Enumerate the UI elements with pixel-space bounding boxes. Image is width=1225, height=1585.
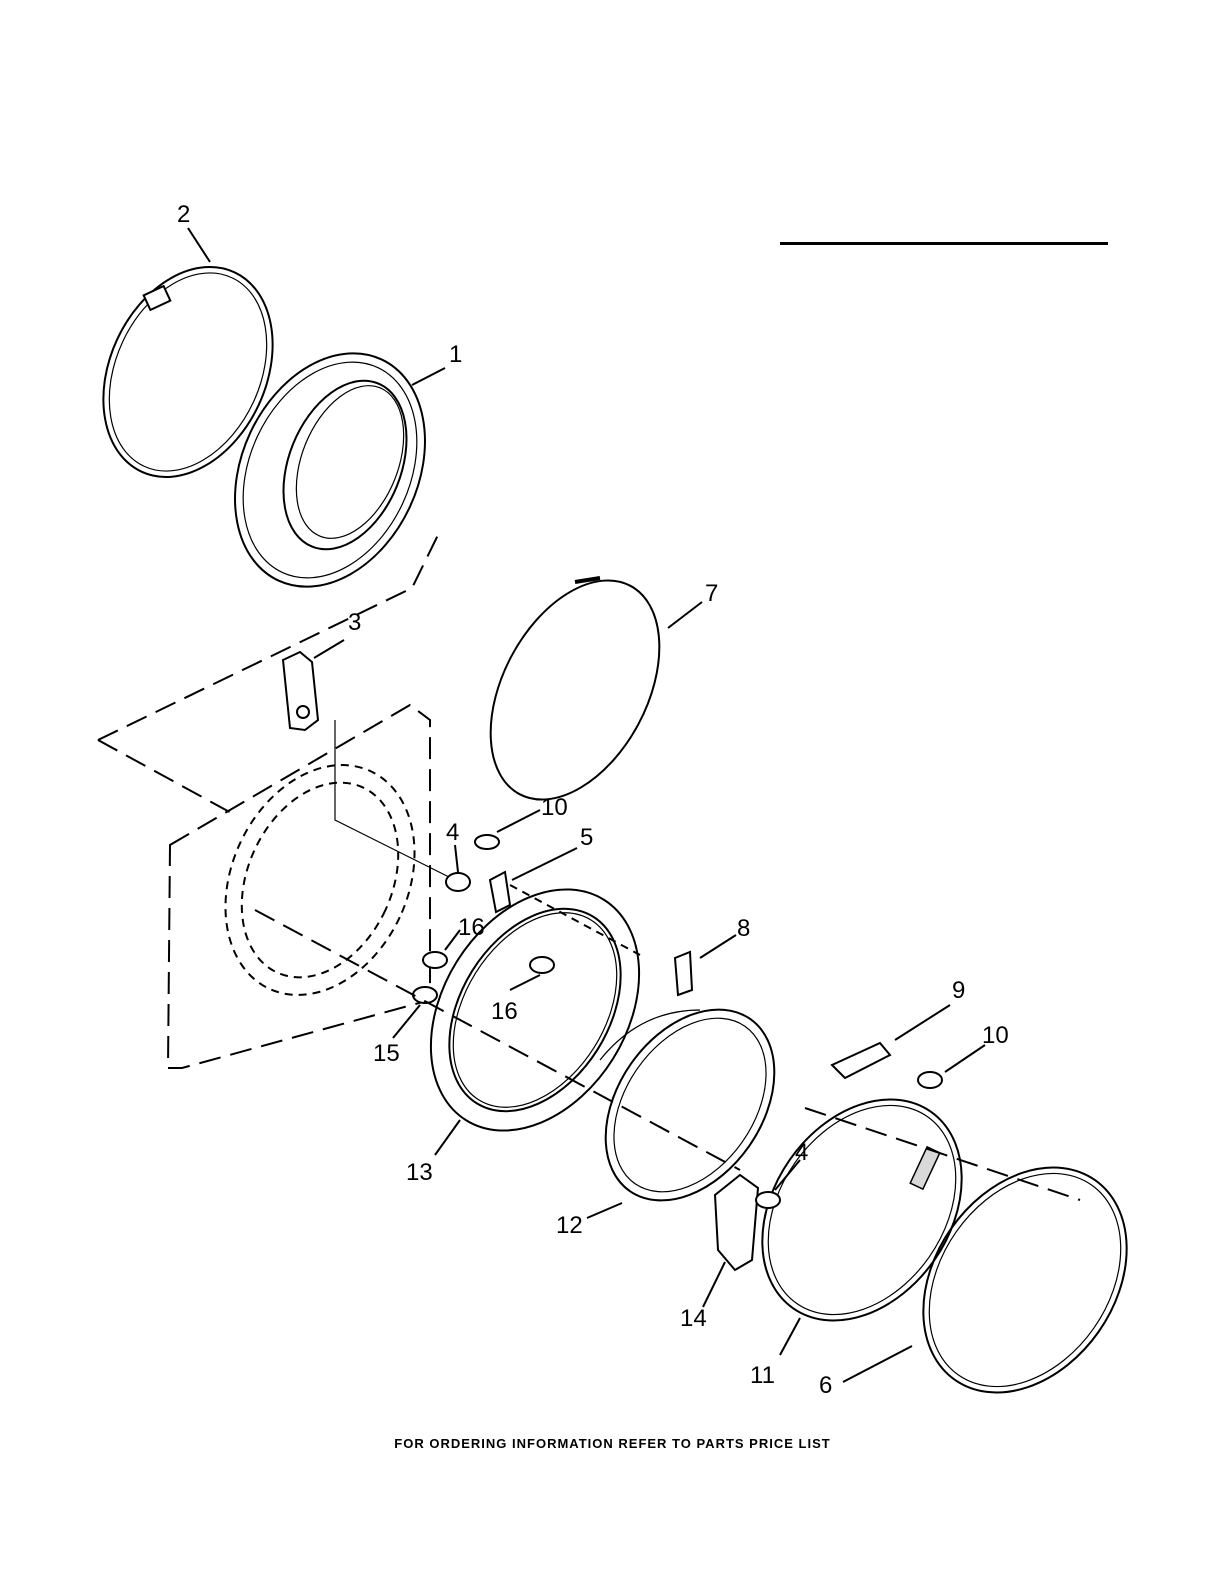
part-7-seal-wire (456, 552, 694, 828)
part-14-hinge (715, 1175, 758, 1270)
part-1-bellows (199, 322, 462, 618)
callout-7: 7 (705, 580, 718, 607)
callout-9: 9 (952, 977, 965, 1004)
callout-8: 8 (737, 915, 750, 942)
leader-arrows (188, 228, 985, 1382)
callout-6: 6 (819, 1372, 832, 1399)
callout-3: 3 (348, 609, 361, 636)
callout-4-right: 4 (795, 1139, 808, 1166)
part-9-plate (832, 1043, 890, 1078)
callout-10-right: 10 (982, 1022, 1009, 1049)
callout-11: 11 (750, 1362, 775, 1389)
part-11-outer-door (721, 1061, 1003, 1359)
part-8-strike (675, 952, 692, 995)
part-2-clamp (71, 239, 305, 504)
callout-13: 13 (406, 1159, 433, 1186)
callout-14: 14 (680, 1305, 707, 1332)
callout-16-lower: 16 (491, 998, 518, 1025)
part-5-clip (490, 872, 510, 912)
callout-16-upper: 16 (458, 914, 485, 941)
callout-1: 1 (449, 341, 462, 368)
callout-10: 10 (541, 794, 568, 821)
callout-12: 12 (556, 1212, 583, 1239)
callout-5: 5 (580, 824, 593, 851)
ordering-information-note: FOR ORDERING INFORMATION REFER TO PARTS … (0, 1436, 1225, 1451)
part-3-latch (283, 652, 318, 730)
callout-4: 4 (446, 819, 459, 846)
callout-2: 2 (177, 201, 190, 228)
callout-15: 15 (373, 1040, 400, 1067)
